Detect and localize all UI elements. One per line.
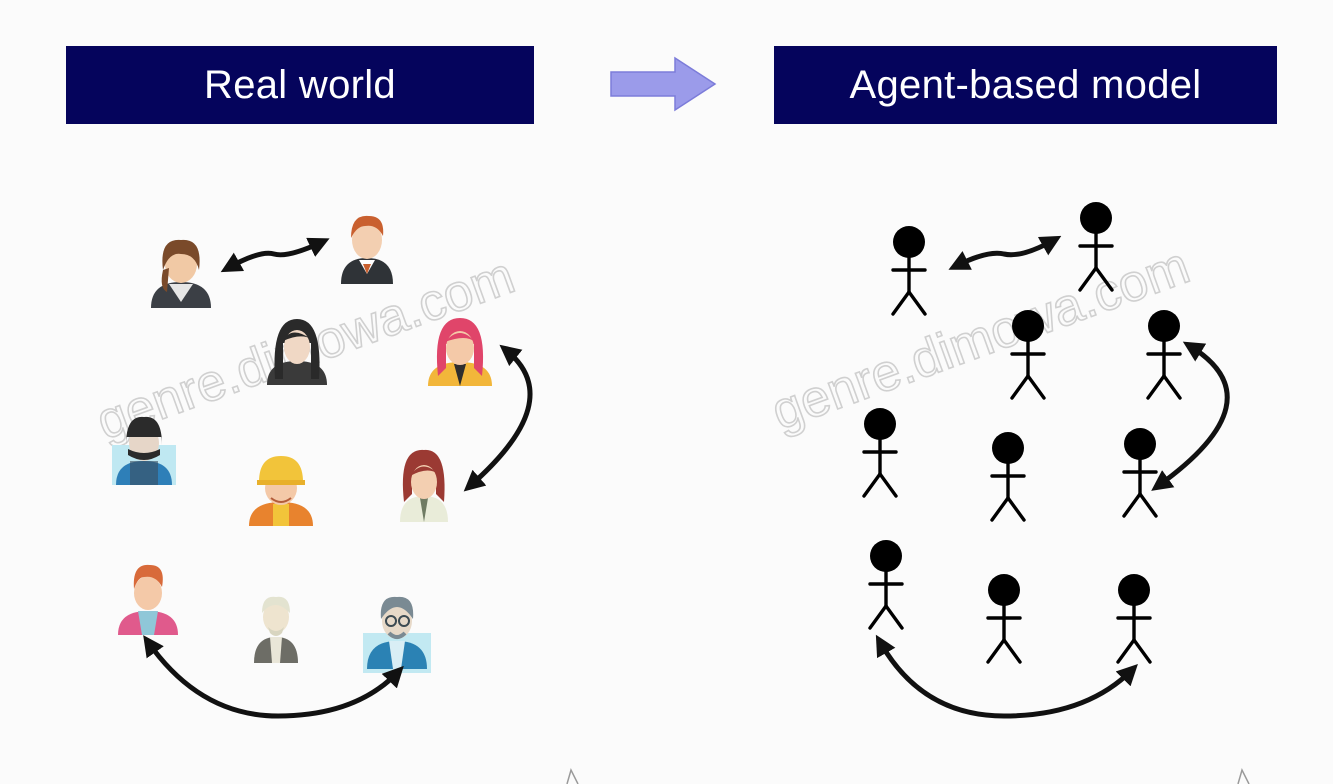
stick-figure-icon <box>891 224 927 316</box>
watermark-right: genre.dimowa.com <box>763 236 1197 442</box>
woman-brown-hair-icon <box>151 239 211 308</box>
man-ginger-hair-icon <box>341 215 393 284</box>
worker-hardhat-icon <box>249 456 313 526</box>
double-headed-arrow-icon <box>220 237 330 273</box>
double-headed-arrow-icon <box>1151 341 1230 491</box>
woman-black-hair-icon <box>267 319 327 385</box>
man-glasses-icon <box>363 596 431 673</box>
stick-figure-icon <box>1010 308 1046 400</box>
stick-figure-icon <box>862 406 898 498</box>
stick-figure-icon <box>986 572 1022 664</box>
man-ginger-pink-shirt-icon <box>118 564 178 635</box>
right-arrow-icon <box>610 56 717 112</box>
corner-mark-left <box>566 767 579 784</box>
stick-figure-icon <box>1146 308 1182 400</box>
double-headed-arrow-icon <box>948 235 1062 270</box>
stick-figure-icon <box>990 430 1026 522</box>
corner-mark-right <box>1237 767 1250 784</box>
real-world-title: Real world <box>66 46 534 124</box>
stick-figure-icon <box>868 538 904 630</box>
svg-text:genre.dimowa.com: genre.dimowa.com <box>764 237 1197 442</box>
elderly-man-icon <box>254 596 298 663</box>
stick-figure-icon <box>1122 426 1158 518</box>
double-headed-arrow-icon <box>463 344 533 492</box>
man-dark-cap-icon <box>112 416 176 485</box>
double-headed-arrow-icon <box>875 634 1138 719</box>
woman-auburn-hair-icon <box>400 449 448 522</box>
double-headed-arrow-icon <box>143 635 404 719</box>
stick-figure-icon <box>1116 572 1152 664</box>
agent-based-model-title: Agent-based model <box>774 46 1277 124</box>
